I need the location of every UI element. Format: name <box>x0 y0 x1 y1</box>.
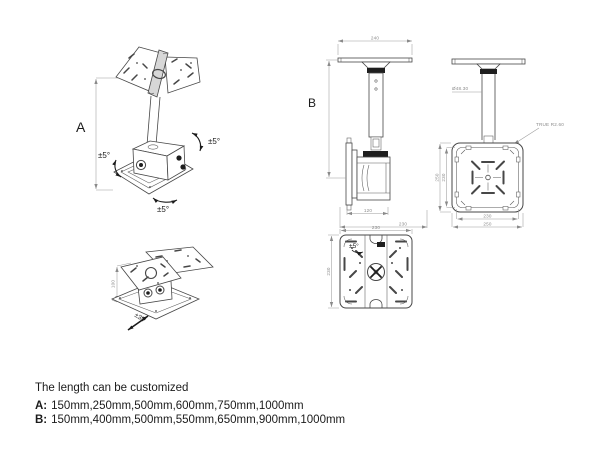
slide-arrow <box>127 315 149 331</box>
front-mounting-plate <box>451 142 524 213</box>
front-width-outer-dim: 250 <box>483 222 492 227</box>
pan-bottom-label: ±5° <box>157 205 169 214</box>
plate-top-view: 230 230 ±5° <box>326 225 413 309</box>
front-height-outer-dim: 250 <box>435 173 440 182</box>
front-height-inner-dim: 230 <box>441 173 446 182</box>
footer-option-a: A:150mm,250mm,500mm,600mm,750mm,1000mm <box>35 399 304 413</box>
pole-diameter-label: Ø48.30 <box>452 86 469 91</box>
option-b-values: 150mm,400mm,500mm,550mm,650mm,900mm,1000… <box>51 414 346 426</box>
side-view-b: 240 B 120 230 <box>308 36 428 229</box>
tilt-left-label: ±5° <box>98 151 110 160</box>
side-pole <box>368 72 384 138</box>
footer-note-title: The length can be customized <box>35 382 189 394</box>
side-ceiling-plate <box>337 57 413 63</box>
center-screw <box>367 263 385 281</box>
front-view: Ø48.30 TRUE R2.60 250 230 230 250 <box>435 58 564 229</box>
front-ceiling-plate <box>451 58 526 65</box>
footer-option-b: B:150mm,400mm,500mm,550mm,650mm,900mm,10… <box>35 413 345 427</box>
dim-a-label: A <box>76 119 86 135</box>
folded-height-dim: 100 <box>111 280 116 289</box>
side-overall-depth-dim: 230 <box>399 222 408 227</box>
iso-assembled-view: A <box>76 46 220 214</box>
monitor-plate <box>115 46 201 98</box>
slide-range-label: ±35 <box>133 312 146 324</box>
side-top-width-dim: 240 <box>371 36 380 41</box>
folded-knobs <box>143 285 165 298</box>
option-b-label: B: <box>35 414 48 426</box>
front-width-inner-dim: 230 <box>483 214 492 219</box>
corner-radius-label: TRUE R2.60 <box>536 122 564 127</box>
plate-height-dim: 230 <box>326 267 331 276</box>
plate-tilt-label: ±5° <box>349 242 359 250</box>
tilt-right-label: ±5° <box>208 137 220 146</box>
tilt-unit <box>131 140 186 181</box>
side-bracket <box>345 137 391 211</box>
drawing-area: A <box>76 36 564 331</box>
iso-folded-view: 100 ±35 <box>111 246 214 331</box>
dim-b-label: B <box>308 96 316 110</box>
front-pole <box>481 74 496 140</box>
folded-front-plate <box>120 256 182 291</box>
option-a-values: 150mm,250mm,500mm,600mm,750mm,1000mm <box>51 400 304 412</box>
plate-width-dim: 230 <box>372 225 381 230</box>
side-bracket-depth-dim: 120 <box>364 208 373 213</box>
option-a-label: A: <box>35 400 48 412</box>
